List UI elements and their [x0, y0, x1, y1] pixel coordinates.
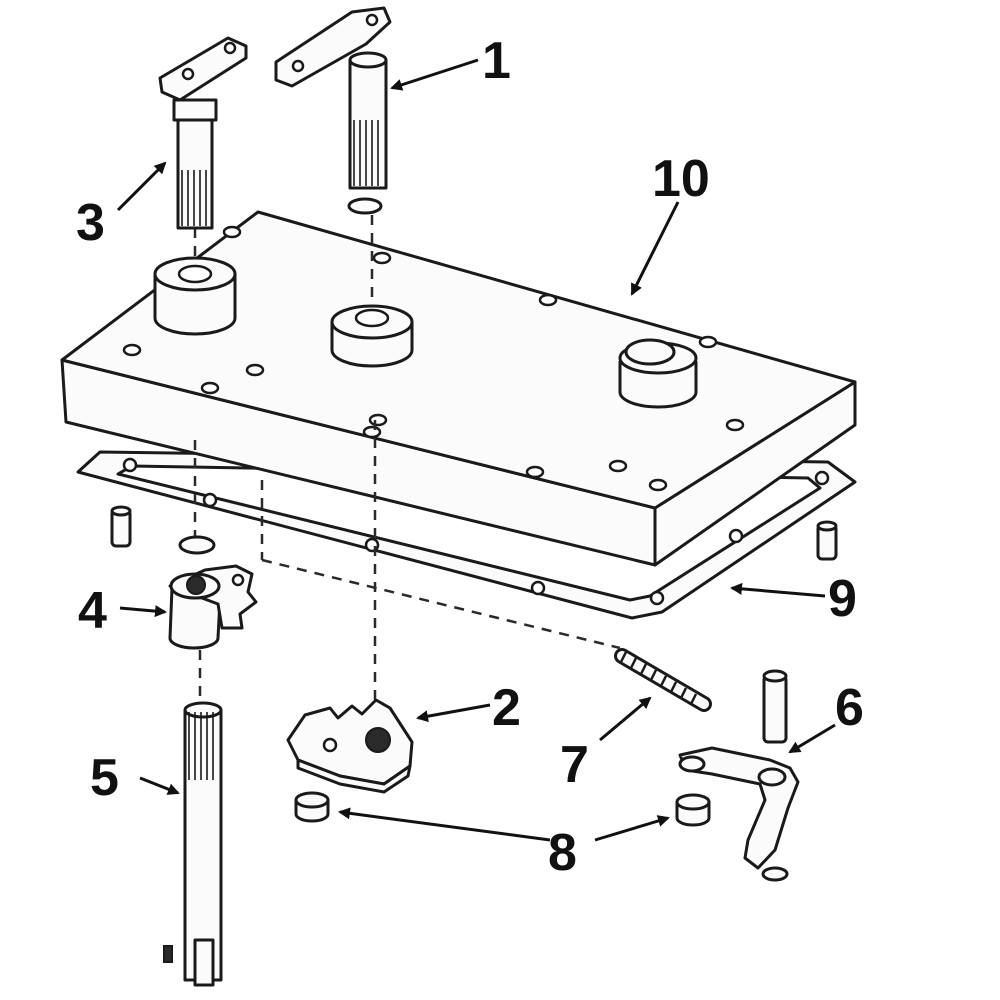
o-ring-upper [347, 197, 383, 215]
leader-1 [390, 58, 479, 91]
lever-part [168, 564, 258, 650]
callout-2: 2 [492, 679, 521, 737]
callout-8: 8 [548, 824, 577, 882]
bushing-left [294, 791, 330, 823]
o-ring-lower [178, 535, 216, 555]
leader-7 [599, 696, 652, 742]
callout-7: 7 [560, 736, 589, 794]
fork-clip [761, 866, 789, 882]
shaft-boss-left [153, 256, 237, 336]
dowel-pin-right [816, 520, 838, 561]
leader-10 [630, 201, 680, 296]
callout-3: 3 [76, 194, 105, 252]
leader-2 [416, 703, 491, 723]
callout-5: 5 [90, 749, 119, 807]
bushing-right [675, 793, 711, 827]
plug-boss-right [618, 338, 698, 409]
callout-labels: 1 2 3 4 5 6 7 8 9 10 [76, 32, 864, 882]
leader-5 [139, 776, 180, 795]
gasket-bolt-holes [122, 457, 830, 606]
leader-9 [730, 582, 826, 598]
spring-part [614, 648, 712, 712]
callout-9: 9 [828, 570, 857, 628]
leader-4 [119, 605, 167, 618]
long-shaft-part [163, 701, 223, 987]
selector-shaft-left-part [158, 36, 248, 230]
leader-3 [116, 161, 167, 212]
callout-4: 4 [78, 582, 107, 640]
leader-6 [788, 723, 836, 754]
shift-fork-part [678, 746, 800, 882]
pivot-pin [762, 669, 788, 744]
interlock-plate-part [286, 698, 414, 794]
callout-10: 10 [652, 150, 710, 208]
callout-6: 6 [835, 679, 864, 737]
selector-shaft-right-part [274, 6, 392, 215]
callout-leaders [116, 58, 836, 842]
leader-8a [338, 807, 551, 842]
assembly-center-lines [193, 215, 621, 705]
callout-1: 1 [482, 32, 511, 90]
dowel-pin-left [110, 505, 132, 548]
cover-plate-part [60, 210, 857, 567]
leader-8b [594, 815, 670, 842]
shaft-boss-middle [330, 304, 414, 368]
